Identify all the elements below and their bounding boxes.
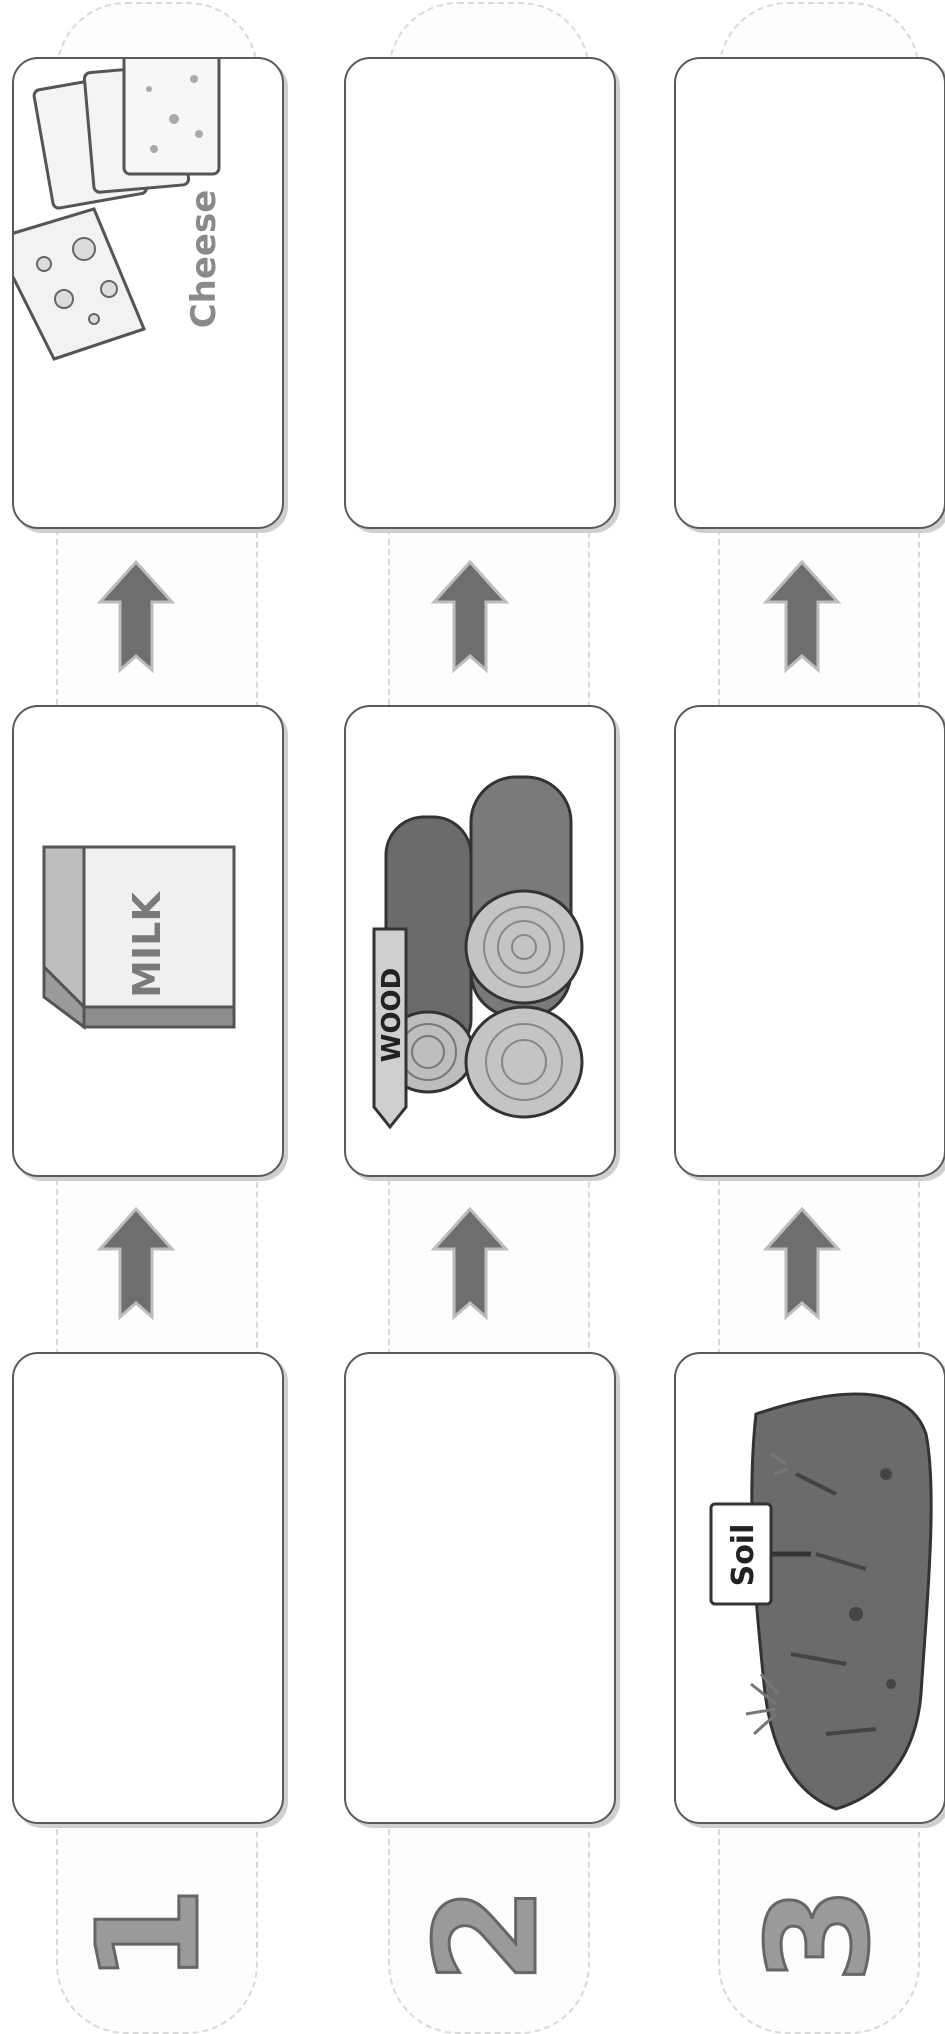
card-row-1-middle[interactable]: MILK [12, 705, 284, 1177]
number-1-icon: 1 [72, 1860, 222, 2010]
arrow-up-icon [762, 1205, 842, 1325]
milk-label: MILK [122, 875, 172, 1015]
arrow-up-icon [430, 1205, 510, 1325]
soil-label: Soil [724, 1510, 764, 1600]
card-row-1-bottom[interactable] [12, 1352, 284, 1824]
card-row-2-top[interactable] [344, 57, 616, 529]
card-row-3-bottom[interactable]: Soil [674, 1352, 945, 1824]
arrow-up-icon [430, 558, 510, 678]
cheese-picture [14, 59, 282, 527]
svg-text:3: 3 [742, 1886, 892, 1983]
number-3-icon: 3 [742, 1860, 892, 2010]
card-row-3-middle[interactable] [674, 705, 945, 1177]
cheese-label: Cheese [184, 169, 224, 349]
card-row-3-top[interactable] [674, 57, 945, 529]
card-row-2-bottom[interactable] [344, 1352, 616, 1824]
soil-pile-picture [676, 1354, 944, 1822]
card-row-1-top[interactable]: Cheese [12, 57, 284, 529]
card-row-2-middle[interactable]: WOOD [344, 705, 616, 1177]
arrow-up-icon [96, 558, 176, 678]
wood-label: WOOD [376, 935, 408, 1095]
svg-text:1: 1 [72, 1886, 222, 1983]
arrow-up-icon [96, 1205, 176, 1325]
arrow-up-icon [762, 558, 842, 678]
number-2-icon: 2 [410, 1860, 560, 2010]
svg-text:2: 2 [410, 1886, 560, 1983]
